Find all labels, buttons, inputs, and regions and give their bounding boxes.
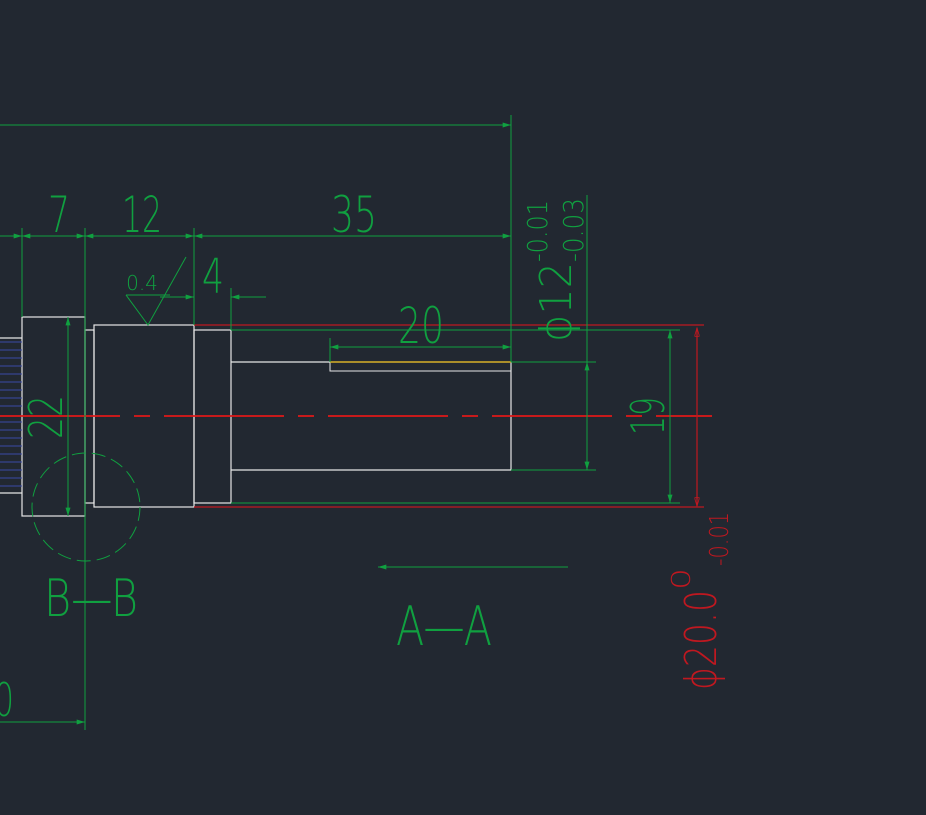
- hatch-pattern: [0, 341, 22, 487]
- dim-bottom-left-label: 0: [0, 673, 14, 727]
- dimension-lines: [0, 115, 680, 730]
- dim-phi20-upper-tol: 0: [667, 568, 697, 590]
- dim-phi20-lower-tol: -0.01: [705, 512, 735, 566]
- dim-20-label: 20: [398, 297, 444, 355]
- dim-19-label: 19: [621, 397, 675, 435]
- dim-phi12-label: ϕ12: [531, 262, 582, 342]
- dim-12-label: 12: [122, 186, 162, 244]
- dim-7-label: 7: [48, 186, 70, 244]
- section-label-bb: B—B: [44, 569, 138, 629]
- section-label-aa: A—A: [396, 595, 492, 658]
- keyway-outline: [329, 362, 511, 372]
- dim-phi12-lower-tol: -0.03: [557, 198, 590, 262]
- surface-roughness-label: 0.4: [126, 271, 158, 295]
- dim-4-label: 4: [202, 249, 224, 305]
- phi20-outline: [194, 324, 704, 508]
- dim-phi20-label: ϕ20.0: [676, 590, 727, 690]
- dim-35-label: 35: [331, 186, 377, 244]
- dim-phi12-upper-tol: -0.01: [521, 200, 554, 262]
- dim-22-label: 22: [19, 395, 73, 439]
